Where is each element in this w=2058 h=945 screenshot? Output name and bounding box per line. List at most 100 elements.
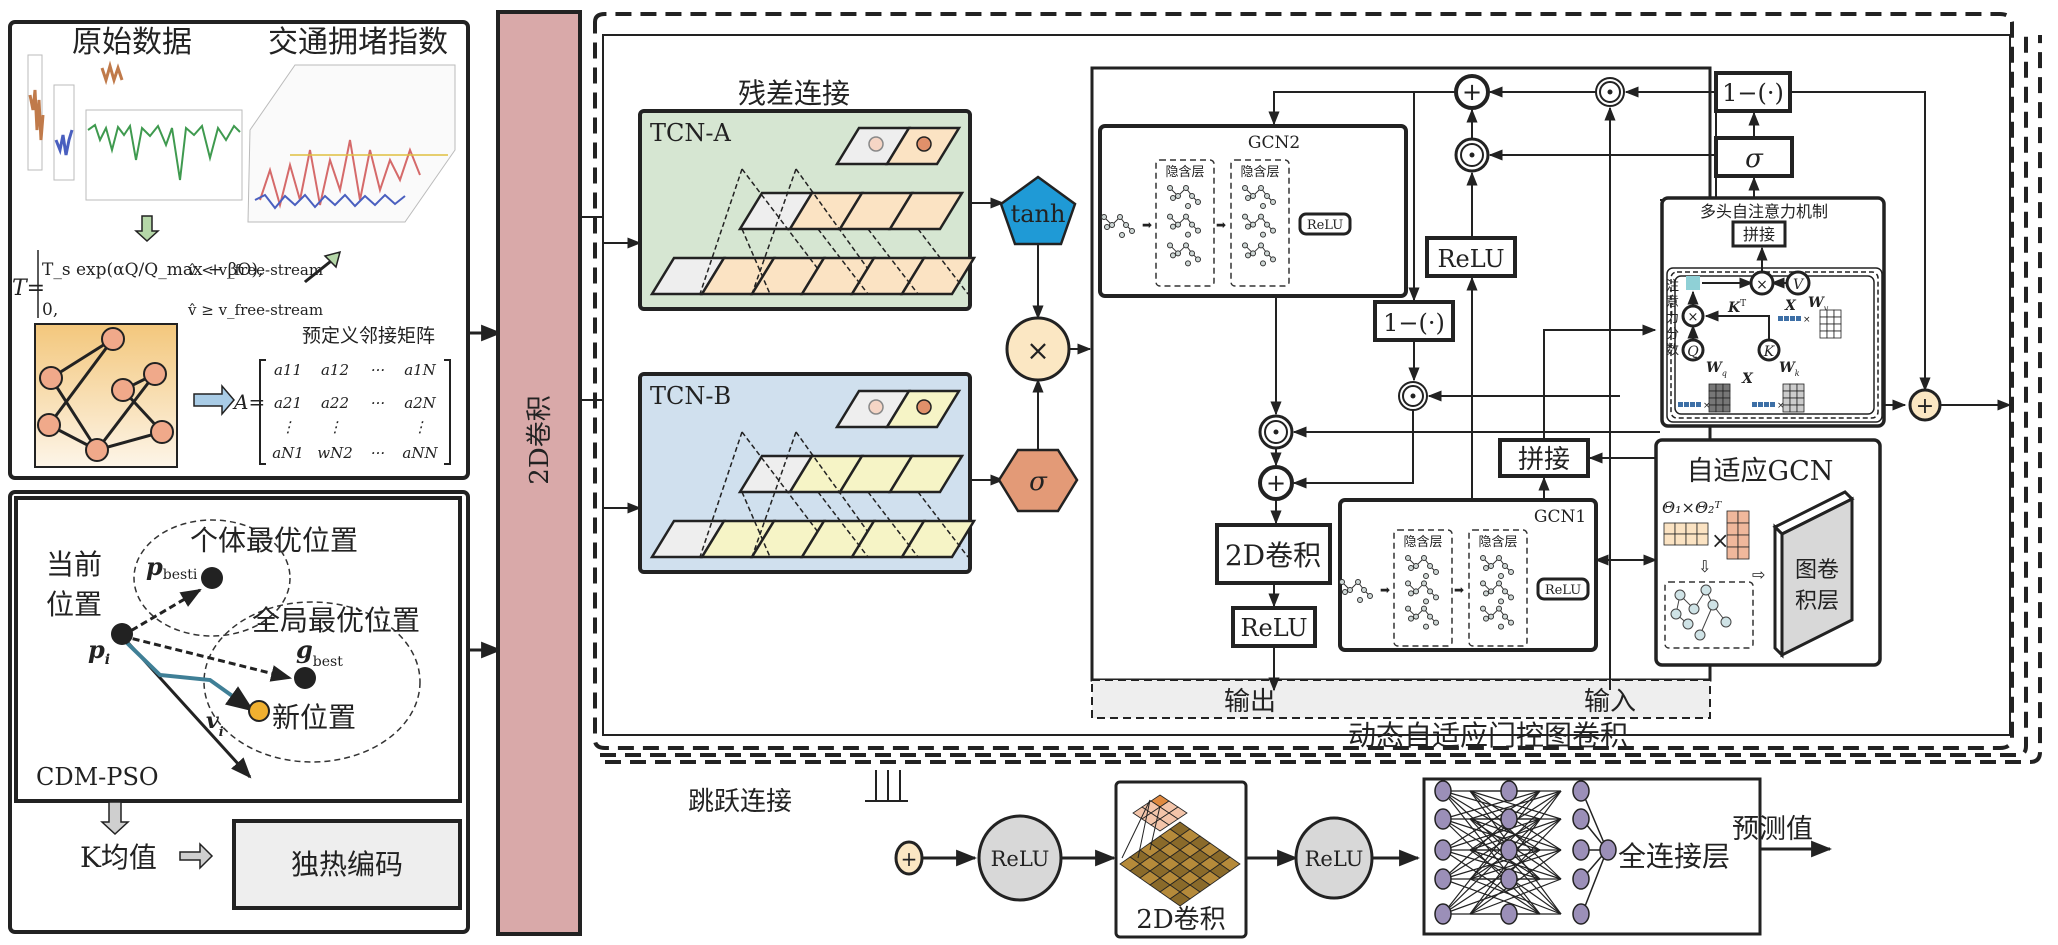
down-arrow-icon [100,801,130,836]
weight-cell [1819,330,1828,339]
svg-text:位置: 位置 [46,588,102,621]
fc-node [1434,868,1452,890]
hidden-layer-label: 隐含层 [1403,534,1442,550]
svg-text:+: + [1266,469,1286,497]
weight-cell [1826,316,1835,325]
adaptive-gcn-block: 自适应GCN Θ₁×Θ₂ᵀ × ⇩ ⇨ 图卷 积层 [1654,438,1882,667]
svg-text:×: × [1803,315,1811,325]
pso-panel: 个体最优位置 当前 位置 全局最优位置 pbesti pi gbest vi 新… [8,490,470,934]
weight-cell [1715,383,1724,392]
right-arrow-icon [193,383,235,417]
fc-edge [1442,818,1541,915]
fc-edge [1581,849,1608,915]
mini-node [1195,199,1201,205]
prediction-label: 预测值 [1732,814,1813,845]
svg-text:pbesti: pbesti [146,552,198,583]
svg-text:1−(·): 1−(·) [1383,309,1445,337]
mini-node [1167,185,1173,191]
mini-node [1250,250,1256,257]
onehot-box [232,819,462,910]
attention-concat-box [1731,220,1787,248]
tcn-connection [917,228,969,295]
mini-node [1427,588,1433,595]
weight-cell [1833,309,1842,318]
weight-cell [1782,404,1791,413]
vector-cell [1764,402,1769,407]
svg-text:⋮: ⋮ [413,418,428,436]
vector-cell [1758,402,1763,407]
mid-hadamard-node [1398,381,1428,411]
congestion-index-title: 交通拥堵指数 [268,25,448,60]
mini-node [1175,193,1181,199]
svg-text:×: × [1777,401,1785,411]
svg-text:GCN1: GCN1 [1534,507,1586,527]
weight-cell [1796,404,1805,413]
mini-node [1245,252,1251,259]
graph-conv-layer-icon: 图卷 积层 [1772,490,1855,659]
mini-node [1183,185,1189,191]
left-hadamard-node [1258,414,1294,450]
left-plus-node: + [1258,465,1294,501]
fc-node [1572,839,1590,861]
svg-text:X: X [1784,298,1797,314]
multi-head-attention-block: 多头自注意力机制 拼接 注 意 力 分 数 × × V Q [1660,196,1886,428]
output-label: 输出 [1224,687,1276,717]
fc-edge [1469,849,1562,880]
tcn-connection [867,228,919,295]
one-minus-top-box: 1−(·) [1714,71,1792,113]
weight-cell [1833,316,1842,325]
mini-node [1245,223,1251,230]
mini-node [1405,580,1411,587]
mini-node [1408,590,1414,597]
conv2d-bar: 2D卷积 [496,10,582,936]
mini-node [1189,221,1195,228]
svg-text:2D卷积: 2D卷积 [525,395,555,484]
fc-node [1500,868,1518,890]
relu-small-label: ReLU [1307,218,1343,233]
svg-text:×: × [1026,334,1049,367]
svg-text:ReLU: ReLU [1305,847,1364,871]
weight-cell [1722,383,1731,392]
mini-node [1167,213,1173,220]
fc-edge [1442,878,1541,915]
mini-node [1433,569,1439,575]
k-node: K [1757,338,1781,362]
conv2d-box: 2D卷积 [1215,523,1332,585]
svg-text:a2N: a2N [404,394,436,412]
tanh-node: tanh [999,175,1077,246]
score-multiply-node: × [1681,304,1705,328]
mini-node [1175,221,1181,228]
weight-cell [1722,397,1731,406]
theta-cell [1663,533,1676,546]
mini-node [1258,185,1264,191]
mini-node [1427,613,1433,620]
global-best-label: 全局最优位置 [252,604,420,637]
attention-multiply-node: × [1749,270,1775,296]
svg-text:KT: KT [1727,299,1746,316]
theta-cell [1674,522,1687,535]
svg-text:K: K [1763,344,1776,360]
fc-node [1572,903,1590,925]
v-node: V [1785,270,1811,296]
data-preprocessing-panel: 原始数据 交通拥堵指数 T= T_s exp(αQ/Q_max + βO), [8,20,470,480]
relu-hadamard-node [1454,137,1490,173]
fc-node [1572,808,1590,830]
tcn-b-block: TCN-B [638,372,977,574]
vector-cell [1696,402,1701,407]
svg-text:多头自注意力机制: 多头自注意力机制 [1700,202,1828,221]
diagonal-arrow-icon [303,250,342,284]
weight-cell [1722,404,1731,413]
svg-text:TCN-A: TCN-A [650,119,731,147]
fc-edge [1442,790,1541,880]
adjacency-matrix: A= a11 a12 ··· a1N a21 a22 ··· a2N ⋮ ⋮ ⋮… [232,359,451,465]
projection-line [1149,805,1161,851]
personal-best-label: 个体最优位置 [190,524,358,557]
svg-text:aNN: aNN [402,444,438,462]
svg-text:全连接层: 全连接层 [1618,840,1730,873]
mini-node [1498,573,1504,579]
congestion-3d-chart-thumbnail [247,64,456,223]
mini-node [1423,623,1429,630]
svg-text:×: × [1756,277,1768,293]
svg-text:a22: a22 [321,394,349,412]
